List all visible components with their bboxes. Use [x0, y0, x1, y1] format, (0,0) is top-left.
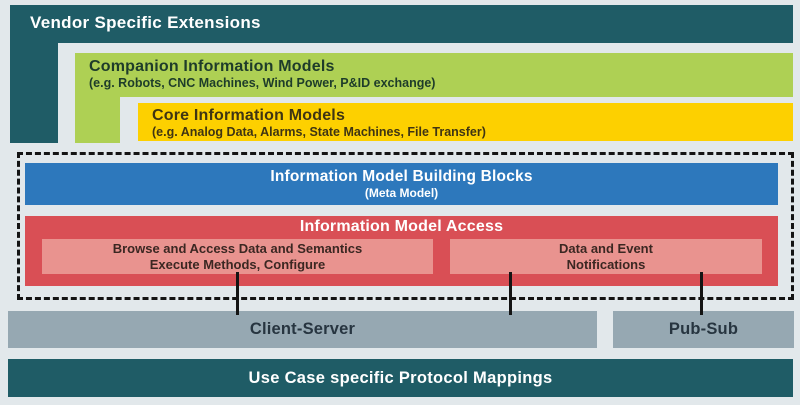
- core-subtitle: (e.g. Analog Data, Alarms, State Machine…: [152, 125, 486, 139]
- companion-subtitle: (e.g. Robots, CNC Machines, Wind Power, …: [89, 76, 436, 90]
- box-browse-access: Browse and Access Data and Semantics Exe…: [42, 239, 433, 274]
- layer-core-models: Core Information Models (e.g. Analog Dat…: [138, 103, 793, 141]
- core-title: Core Information Models: [152, 107, 346, 124]
- model-access-title: Information Model Access: [299, 218, 504, 235]
- layer-model-access: Information Model Access Browse and Acce…: [25, 216, 778, 286]
- box-data-event-notifications: Data and Event Notifications: [450, 239, 762, 274]
- bar-client-server: Client-Server: [8, 311, 597, 348]
- layer-vendor-extensions: Vendor Specific Extensions: [10, 5, 793, 43]
- layer-building-blocks: Information Model Building Blocks (Meta …: [25, 163, 778, 205]
- layer-vendor-extensions-left-edge: [10, 40, 58, 143]
- companion-title: Companion Information Models: [89, 58, 335, 75]
- building-blocks-title: Information Model Building Blocks: [270, 168, 533, 185]
- notifications-line1: Data and Event: [559, 241, 653, 256]
- bar-pub-sub: Pub-Sub: [613, 311, 794, 348]
- browse-access-line1: Browse and Access Data and Semantics: [112, 241, 363, 256]
- dashed-scope-border: [17, 152, 794, 300]
- layer-companion-left-edge: [75, 94, 120, 143]
- building-blocks-subtitle: (Meta Model): [364, 186, 439, 200]
- connector-line-browse-to-client-server: [236, 272, 239, 315]
- notifications-line2: Notifications: [566, 256, 646, 272]
- connector-line-notifications-to-pub-sub: [700, 272, 703, 315]
- layer-companion-models: Companion Information Models (e.g. Robot…: [75, 53, 793, 97]
- connector-line-notifications-to-client-server: [509, 272, 512, 315]
- browse-access-line2: Execute Methods, Configure: [149, 256, 326, 272]
- bar-protocol-mappings: Use Case specific Protocol Mappings: [8, 359, 793, 397]
